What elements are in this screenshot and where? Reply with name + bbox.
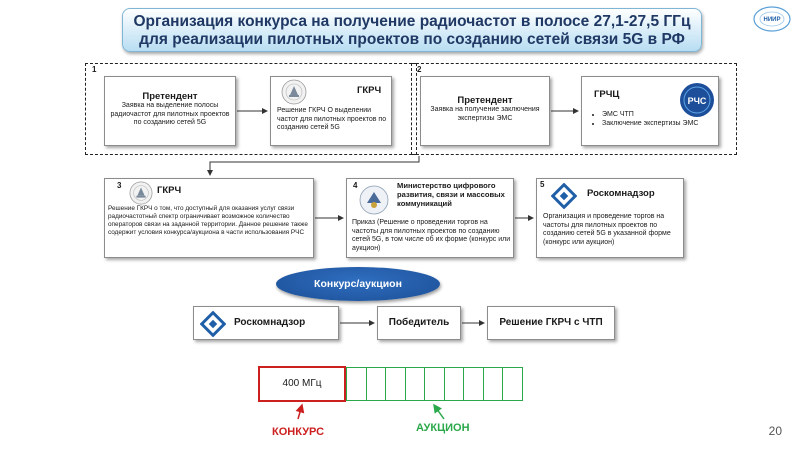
arrow-auction [433, 403, 445, 420]
flow-rkn-label: Роскомнадзор [234, 317, 306, 328]
grchc-box: ГРЧЦ РЧС ЭМС ЧТП Заключение экспертизы Э… [581, 76, 719, 146]
title-line-2: для реализации пилотных проектов по созд… [139, 31, 685, 48]
grchc-title: ГРЧЦ [594, 89, 620, 100]
rchs-logo-icon: РЧС [680, 83, 714, 117]
niir-logo-text: НИИР [764, 17, 781, 23]
ministry-text: Приказ (Решение о проведении торгов на ч… [352, 219, 511, 252]
box-5-number: 5 [540, 180, 545, 189]
applicant-request-box: Претендент Заявка на выделение полосы ра… [104, 76, 236, 146]
roskomnadzor-box: 5 Роскомнадзор Организация и проведение … [536, 178, 684, 258]
flow-decision-box: Решение ГКРЧ с ЧТП [487, 306, 615, 340]
gkrch-emblem-icon [129, 181, 153, 205]
arrow-konkurs [295, 403, 305, 420]
ministry-emblem-icon [359, 185, 389, 215]
group-1-number: 1 [92, 65, 97, 74]
page-number: 20 [768, 424, 782, 438]
applicant2-title: Претендент [457, 95, 513, 106]
group-2 [411, 63, 737, 155]
ministry-box: 4 Министерство цифрового развития, связи… [346, 178, 514, 258]
auction-label: АУКЦИОН [416, 422, 470, 434]
flow-roskomnadzor-box: Роскомнадзор [193, 306, 339, 340]
roskomnadzor-logo-icon [200, 311, 226, 337]
applicant-title: Претендент [142, 91, 198, 102]
roskomnadzor-logo-icon [551, 183, 577, 209]
gkrch3-title: ГКРЧ [157, 185, 182, 196]
applicant2-text: Заявка на получение заключения экспертиз… [430, 106, 540, 122]
gkrch-text: Решение ГКРЧ О выделении частот для пило… [277, 107, 387, 131]
box-3-number: 3 [117, 181, 122, 190]
rkn5-text: Организация и проведение торгов на часто… [543, 213, 671, 246]
ministry-title: Министерство цифрового развития, связи и… [397, 181, 505, 208]
gkrch-emblem-icon [281, 79, 307, 105]
contest-auction-oval: Конкурс/аукцион [276, 267, 440, 301]
auction-cell [502, 367, 523, 401]
applicant-ems-box: Претендент Заявка на получение заключени… [420, 76, 550, 146]
arrow-group-to-box3 [207, 156, 420, 176]
applicant-text: Заявка на выделение полосы радиочастот д… [110, 102, 230, 126]
gkrch-title: ГКРЧ [357, 85, 382, 96]
grchc-list: ЭМС ЧТП Заключение экспертизы ЭМС [588, 111, 702, 128]
grchc-item-1: ЭМС ЧТП [602, 111, 702, 120]
rchs-logo-text: РЧС [688, 96, 707, 106]
konkurs-bandwidth: 400 МГц [282, 378, 322, 389]
niir-logo-icon: НИИР [753, 6, 791, 32]
gkrch3-text: Решение ГКРЧ о том, что доступный для ок… [108, 205, 308, 236]
konkurs-block: 400 МГц [258, 366, 346, 402]
konkurs-label: КОНКУРС [272, 426, 325, 438]
group-2-number: 2 [417, 65, 422, 74]
gkrch-limit-box: 3 ГКРЧ Решение ГКРЧ о том, что доступный… [104, 178, 314, 258]
title-line-1: Организация конкурса на получение радиоч… [133, 13, 691, 30]
slide-title: Организация конкурса на получение радиоч… [122, 8, 702, 52]
niir-logo: НИИР [752, 4, 792, 34]
box-4-number: 4 [353, 181, 358, 190]
rkn5-title: Роскомнадзор [587, 188, 655, 199]
group-1 [85, 63, 417, 155]
grchc-item-2: Заключение экспертизы ЭМС [602, 120, 702, 129]
gkrch-decision-box: ГКРЧ Решение ГКРЧ О выделении частот для… [270, 76, 392, 146]
flow-winner-box: Победитель [377, 306, 461, 340]
